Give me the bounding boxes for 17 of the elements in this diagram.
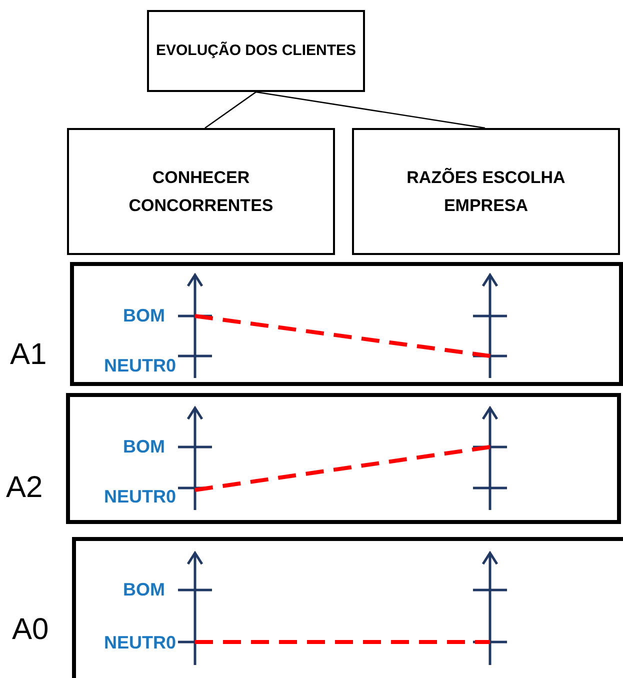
panel-label: A0 (12, 613, 49, 647)
panel-frame (72, 537, 623, 678)
category-box: CONHECER CONCORRENTES (67, 128, 335, 255)
panel-label: A2 (6, 471, 43, 505)
category-box: RAZÕES ESCOLHA EMPRESA (352, 128, 620, 255)
panel-frame (66, 393, 621, 524)
axis-level-label: NEUTR0 (104, 356, 176, 376)
connector-line (256, 91, 486, 129)
axis-level-label: NEUTR0 (104, 486, 176, 508)
axis-level-label: NEUTR0 (104, 632, 176, 654)
axis-level-label: BOM (123, 436, 165, 458)
title-box: EVOLUÇÃO DOS CLIENTES (147, 10, 365, 92)
connector-line (204, 91, 256, 129)
panel-label: A1 (10, 338, 47, 372)
panel-frame (70, 262, 623, 386)
axis-level-label: BOM (123, 306, 165, 326)
axis-level-label: BOM (123, 580, 165, 600)
